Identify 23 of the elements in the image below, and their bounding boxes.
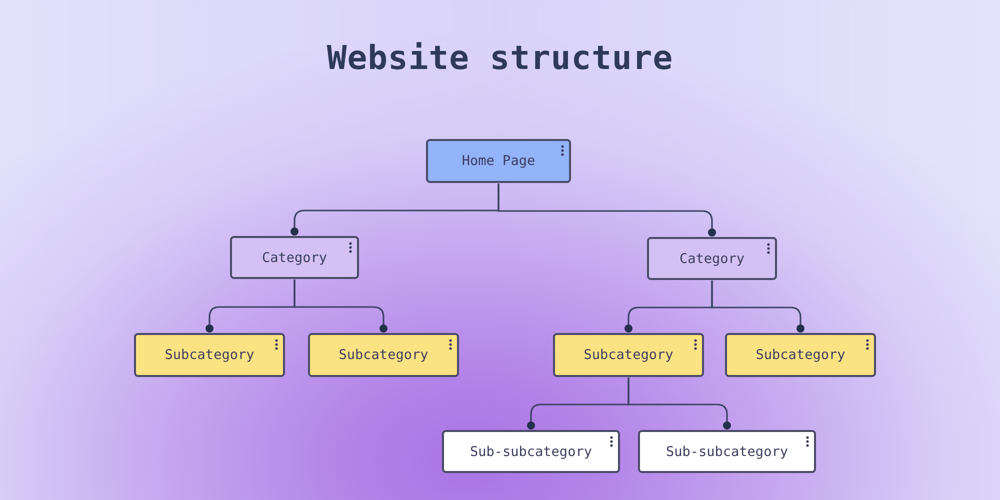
subcategory-box [308,333,459,377]
connector-line [498,184,716,236]
sub-subcategory-box [442,430,620,473]
node-label: Category [679,250,745,266]
node-label: Home Page [462,153,536,169]
node-label: Sub-subcategory [666,444,788,460]
node-label: Subcategory [338,347,428,363]
category-box [647,237,777,280]
category-box [230,236,359,279]
subcategory-box [553,333,704,377]
connector-line [628,378,731,430]
node-label: Subcategory [584,347,674,363]
node-label: Sub-subcategory [470,444,592,460]
connector-line [294,280,388,332]
page-box [426,139,571,183]
connector-line [711,280,804,332]
sub-subcategory-box [638,430,816,473]
diagram-title: Website structure [326,38,674,77]
node-label: Subcategory [164,347,254,363]
node-label: Subcategory [756,347,846,363]
node-label: Category [262,250,328,266]
subcategory-box [725,333,876,377]
subcategory-box [134,333,285,377]
